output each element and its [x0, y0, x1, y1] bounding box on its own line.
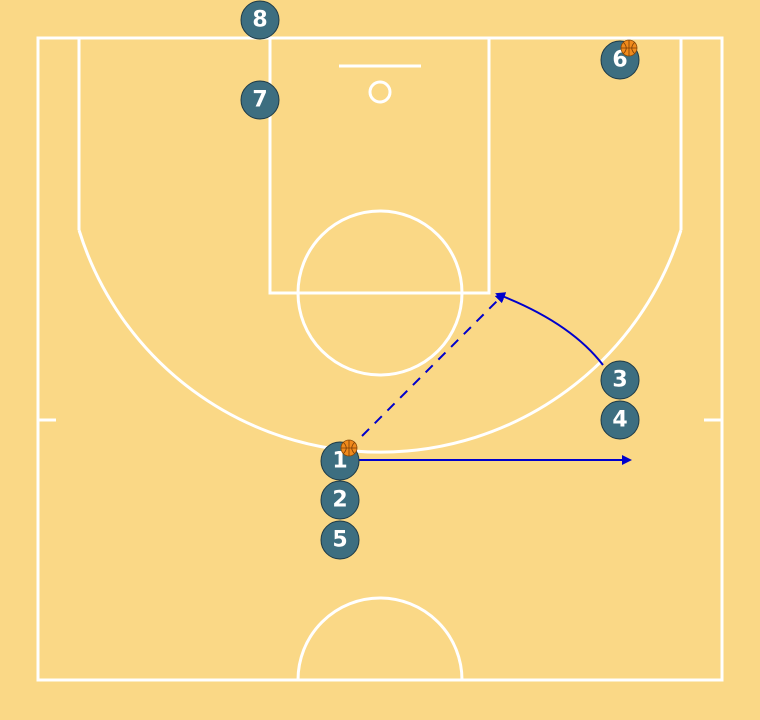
player-5-label: 5: [332, 528, 347, 553]
play-actions: [358, 292, 632, 465]
basketball-icon: [340, 439, 358, 457]
players: 8 7 6 3 4 1: [240, 0, 640, 560]
player-3[interactable]: 3: [600, 360, 640, 400]
player-2-label: 2: [332, 488, 347, 513]
player-8-label: 8: [252, 8, 267, 33]
cut-arrow-player-3: [495, 292, 604, 366]
basketball-icon: [620, 39, 638, 57]
player-4-label: 4: [612, 408, 627, 433]
paint-lane: [268, 36, 491, 295]
court-lines: [36, 36, 724, 682]
player-4[interactable]: 4: [600, 400, 640, 440]
player-5[interactable]: 5: [320, 520, 360, 560]
hoop: [368, 80, 392, 104]
player-6[interactable]: 6: [600, 39, 640, 80]
three-point-arc: [77, 229, 683, 454]
player-1-label: 1: [332, 449, 347, 474]
player-2[interactable]: 2: [320, 480, 360, 520]
free-throw-circle: [296, 209, 464, 377]
player-8[interactable]: 8: [240, 0, 280, 40]
pass-arrow: [361, 292, 506, 437]
player-1[interactable]: 1: [320, 439, 360, 481]
center-circle: [296, 596, 464, 681]
player-3-label: 3: [612, 368, 627, 393]
player-7-label: 7: [252, 88, 267, 113]
player-7[interactable]: 7: [240, 80, 280, 120]
